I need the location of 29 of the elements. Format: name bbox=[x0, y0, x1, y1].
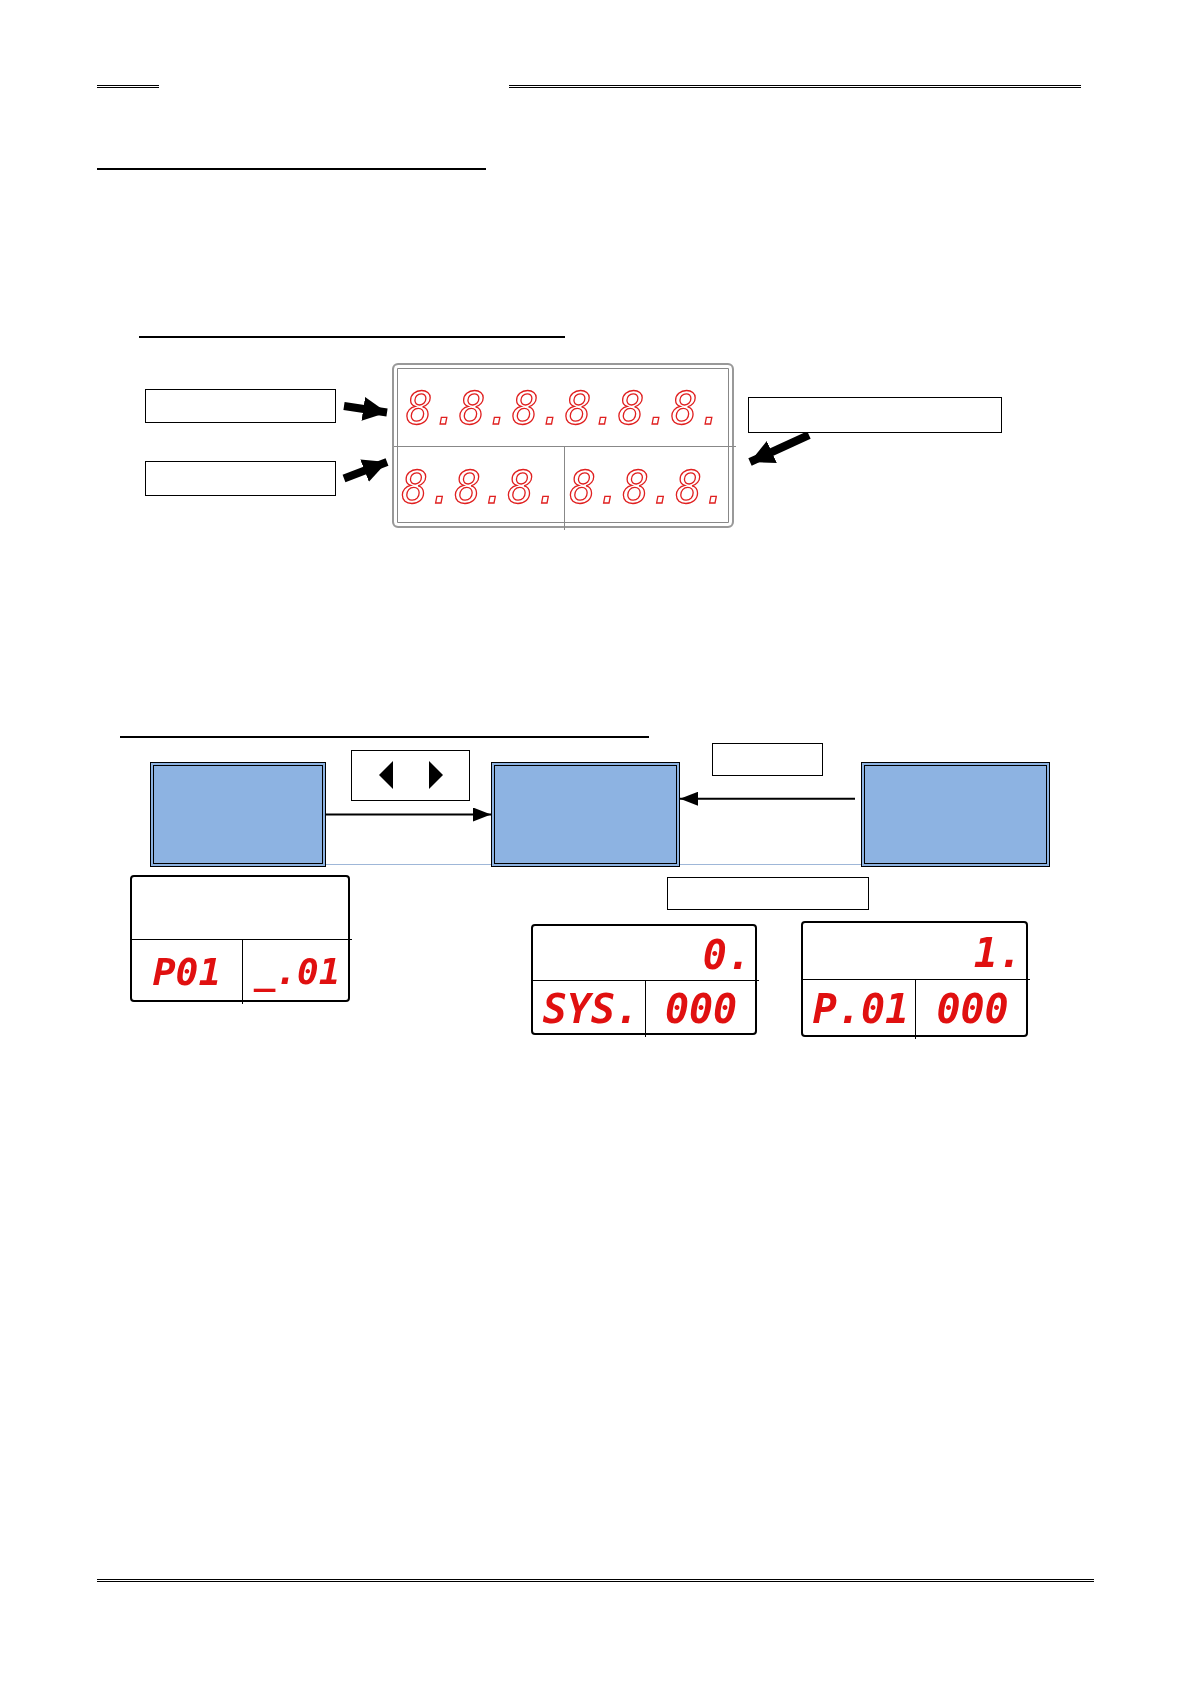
label-box bbox=[712, 743, 823, 776]
display-digits: P01 bbox=[151, 949, 223, 996]
led-display bbox=[130, 875, 350, 1002]
display-digits: 000 bbox=[935, 985, 1010, 1034]
screen-box bbox=[150, 762, 326, 867]
display-digits: 8.8.8. bbox=[568, 461, 730, 515]
arrow bbox=[325, 807, 492, 822]
display-digits: 8.8.8.8.8.8. bbox=[405, 382, 725, 436]
arrow bbox=[342, 458, 389, 483]
led-display bbox=[801, 921, 1028, 1037]
display-digits: 8.8.8. bbox=[400, 461, 562, 515]
screen-box bbox=[491, 762, 680, 867]
display-digits: SYS. bbox=[541, 985, 641, 1034]
led-display-panel bbox=[392, 363, 734, 528]
arrow bbox=[343, 397, 388, 421]
display-digits: 0. bbox=[701, 931, 751, 980]
arrow bbox=[679, 791, 856, 806]
display-digits: P.01 bbox=[811, 985, 911, 1034]
led-display bbox=[531, 924, 757, 1035]
display-digits: 1. bbox=[972, 929, 1022, 978]
label-box bbox=[145, 389, 336, 423]
arrow-key-box bbox=[351, 750, 470, 801]
arrow bbox=[748, 431, 811, 466]
screen-box bbox=[861, 762, 1050, 867]
label-box bbox=[145, 461, 336, 496]
display-digits: 000 bbox=[663, 985, 739, 1034]
display-digits: _.01 bbox=[252, 950, 342, 994]
label-box bbox=[748, 397, 1002, 433]
label-box bbox=[667, 877, 869, 910]
